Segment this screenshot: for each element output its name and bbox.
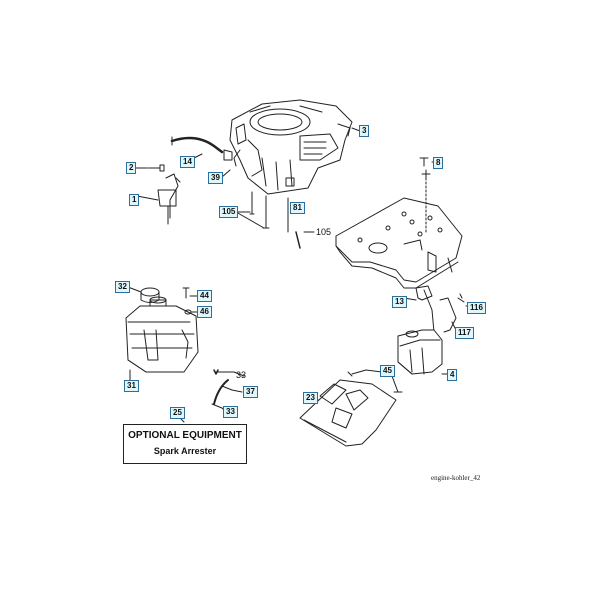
- callout-washer-46: 46: [197, 306, 212, 318]
- callout-nut-116: 116: [467, 302, 486, 314]
- bolt-and-bracket-left: [147, 164, 181, 225]
- callout-fuel-tank-31: 31: [124, 380, 139, 392]
- callout-bracket-1: 1: [129, 194, 140, 206]
- callout-washer-81: 81: [290, 202, 305, 214]
- mounting-plate: [335, 197, 463, 289]
- tank-cap: [127, 286, 160, 303]
- callout-bolts-105: 105: [219, 206, 239, 218]
- fuel-tank-drawing: [125, 296, 199, 373]
- callout-hose-33a: 33: [236, 370, 247, 380]
- muffler-brackets: [403, 285, 471, 333]
- callout-bolt-44: 44: [197, 290, 212, 302]
- engine-bolts: [235, 191, 315, 249]
- callout-tank-cap-32: 32: [115, 281, 130, 293]
- hose-clamp: [223, 149, 233, 161]
- callout-muffler-4: 4: [447, 369, 458, 381]
- fuel-hoses: [211, 369, 245, 411]
- muffler-drawing: [397, 329, 449, 375]
- optional-equipment-title: OPTIONAL EQUIPMENT: [128, 430, 242, 441]
- callout-bracket-13: 13: [392, 296, 407, 308]
- callout-spark-arrester-25: 25: [170, 407, 185, 419]
- callout-screw-8: 8: [433, 157, 444, 169]
- spark-arrester-label: Spark Arrester: [153, 446, 217, 456]
- callout-heat-shield-23: 23: [303, 392, 318, 404]
- callout-bolt-105: 105: [316, 227, 332, 237]
- callout-bracket-117: 117: [455, 327, 474, 339]
- callout-clamp-39: 39: [208, 172, 223, 184]
- callout-hose-33b: 33: [223, 406, 238, 418]
- callout-bolt-2: 2: [126, 162, 137, 174]
- engine-drawing: [229, 99, 353, 195]
- optional-equipment-box: OPTIONAL EQUIPMENT Spark Arrester: [123, 424, 247, 464]
- callout-bolt-45: 45: [380, 365, 395, 377]
- callout-fuel-line-14: 14: [180, 156, 195, 168]
- callout-hose-37: 37: [243, 386, 258, 398]
- diagram-caption: engine-kohler_42: [431, 474, 481, 482]
- heat-shield-drawing: [299, 379, 397, 447]
- fuel-line: [170, 136, 224, 154]
- callout-engine: 3: [359, 125, 370, 137]
